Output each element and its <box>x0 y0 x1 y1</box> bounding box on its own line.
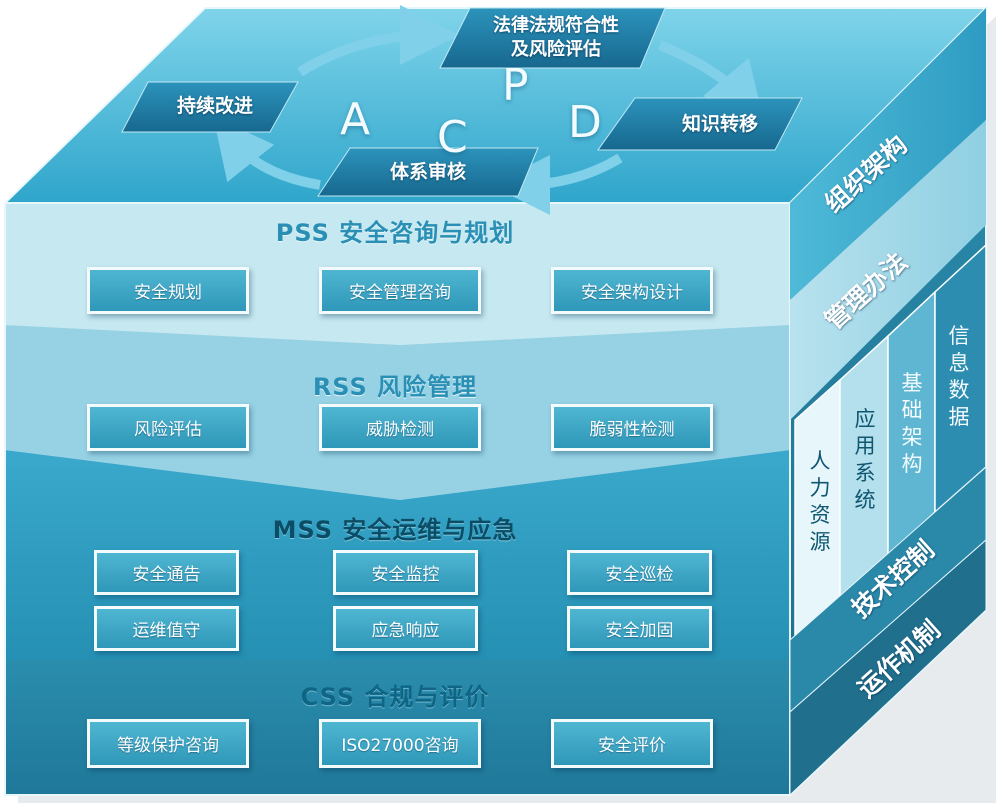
side-column-app: 应用系统 <box>854 407 876 512</box>
service-box-security-architecture[interactable]: 安全架构设计 <box>551 267 713 314</box>
service-box-level-protection[interactable]: 等级保护咨询 <box>87 719 249 768</box>
pdca-node-improve-shape <box>121 81 299 133</box>
service-box-security-mgmt-consulting[interactable]: 安全管理咨询 <box>319 267 481 314</box>
pdca-node-knowledge: 知识转移 <box>681 113 758 135</box>
service-box-security-notice[interactable]: 安全通告 <box>94 550 239 595</box>
service-box-ops-on-duty[interactable]: 运维值守 <box>94 606 239 651</box>
pdca-arrow-4 <box>213 116 321 190</box>
service-box-risk-assessment[interactable]: 风险评估 <box>87 404 249 451</box>
side-band-mgmt <box>790 120 986 420</box>
pdca-legal-line1: 法律法规符合性 <box>493 15 619 36</box>
service-box-vulnerability-detection[interactable]: 脆弱性检测 <box>551 404 713 451</box>
section-title-css: CSS 合规与评价 <box>300 683 490 711</box>
section-title-mss: MSS 安全运维与应急 <box>272 516 518 544</box>
side-column-hr: 人力资源 <box>809 449 831 554</box>
pdca-legal-line2: 及风险评估 <box>511 39 601 60</box>
service-box-security-inspection[interactable]: 安全巡检 <box>567 550 712 595</box>
pdca-node-knowledge-shape <box>597 97 803 151</box>
section-title-rss: RSS 风险管理 <box>312 373 478 401</box>
service-box-security-planning[interactable]: 安全规划 <box>87 267 249 314</box>
service-box-threat-detection[interactable]: 威胁检测 <box>319 404 481 451</box>
service-box-security-monitoring[interactable]: 安全监控 <box>333 550 478 595</box>
pdca-letter-p: P <box>502 60 529 111</box>
pdca-node-legal-shape <box>439 7 666 69</box>
service-box-security-hardening[interactable]: 安全加固 <box>567 606 712 651</box>
side-band-ops <box>789 538 987 797</box>
side-column-info-data: 信息数据 <box>948 324 970 429</box>
side-band-org <box>790 8 986 300</box>
pdca-letter-d: D <box>568 97 602 148</box>
side-column-infrastructure: 基础架构 <box>901 371 923 476</box>
service-box-iso27000[interactable]: ISO27000咨询 <box>319 719 481 768</box>
pdca-letter-a: A <box>340 94 371 145</box>
pdca-node-audit-shape <box>317 147 539 197</box>
service-box-emergency-response[interactable]: 应急响应 <box>333 606 478 651</box>
pdca-arrow-2 <box>658 40 765 124</box>
pdca-arrow-1 <box>297 5 460 77</box>
pdca-node-legal: 法律法规符合性 及风险评估 <box>456 14 656 62</box>
pdca-node-audit: 体系审核 <box>389 161 466 183</box>
pdca-node-improve: 持续改进 <box>176 95 253 117</box>
pdca-letter-c: C <box>437 112 468 163</box>
section-title-pss: PSS 安全咨询与规划 <box>275 219 515 247</box>
service-box-security-evaluation[interactable]: 安全评价 <box>551 719 713 768</box>
pdca-arrow-3 <box>490 153 623 215</box>
